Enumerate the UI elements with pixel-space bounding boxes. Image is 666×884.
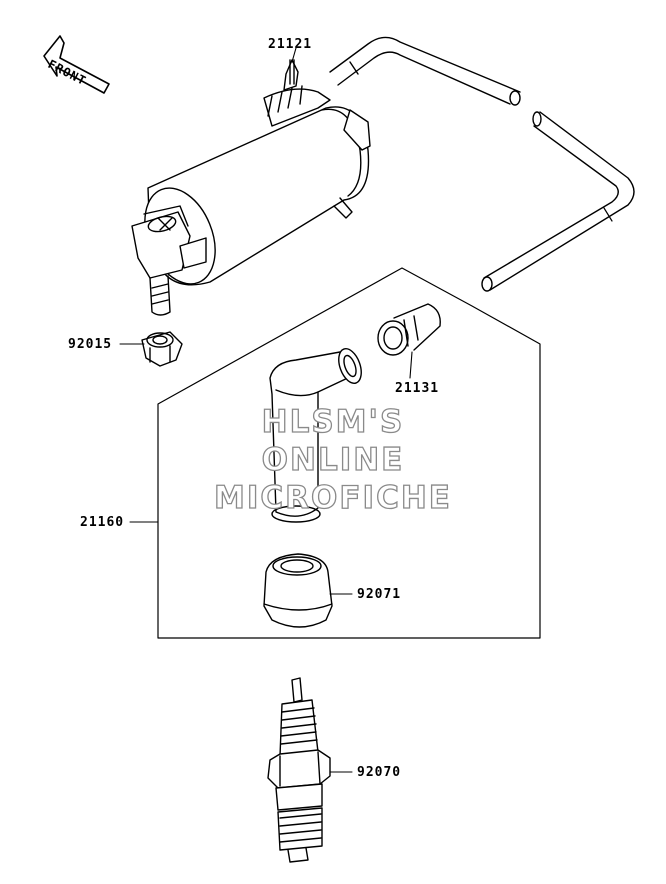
- ignition-coil: [131, 59, 371, 316]
- spark-plug-part: [267, 677, 331, 863]
- cap-grommet-part: [377, 303, 441, 356]
- nut-part: [141, 331, 183, 367]
- label-92070: 92070: [357, 765, 402, 780]
- label-92015: 92015: [68, 337, 113, 352]
- leader-lines: [119, 47, 413, 773]
- watermark-line-3: MICROFICHE: [213, 479, 452, 516]
- assembly-group-outline: [157, 267, 541, 639]
- label-21131: 21131: [395, 381, 440, 396]
- watermark-line-1: HLSM'S: [261, 403, 405, 440]
- label-21121: 21121: [268, 37, 313, 52]
- label-21160: 21160: [80, 515, 125, 530]
- high-tension-cable: [329, 36, 635, 292]
- plug-cap-part: [269, 348, 362, 523]
- watermark-line-2: ONLINE: [261, 441, 405, 478]
- label-92071: 92071: [357, 587, 402, 602]
- seal-boot-part: [263, 553, 333, 628]
- front-arrow-icon: [43, 35, 110, 94]
